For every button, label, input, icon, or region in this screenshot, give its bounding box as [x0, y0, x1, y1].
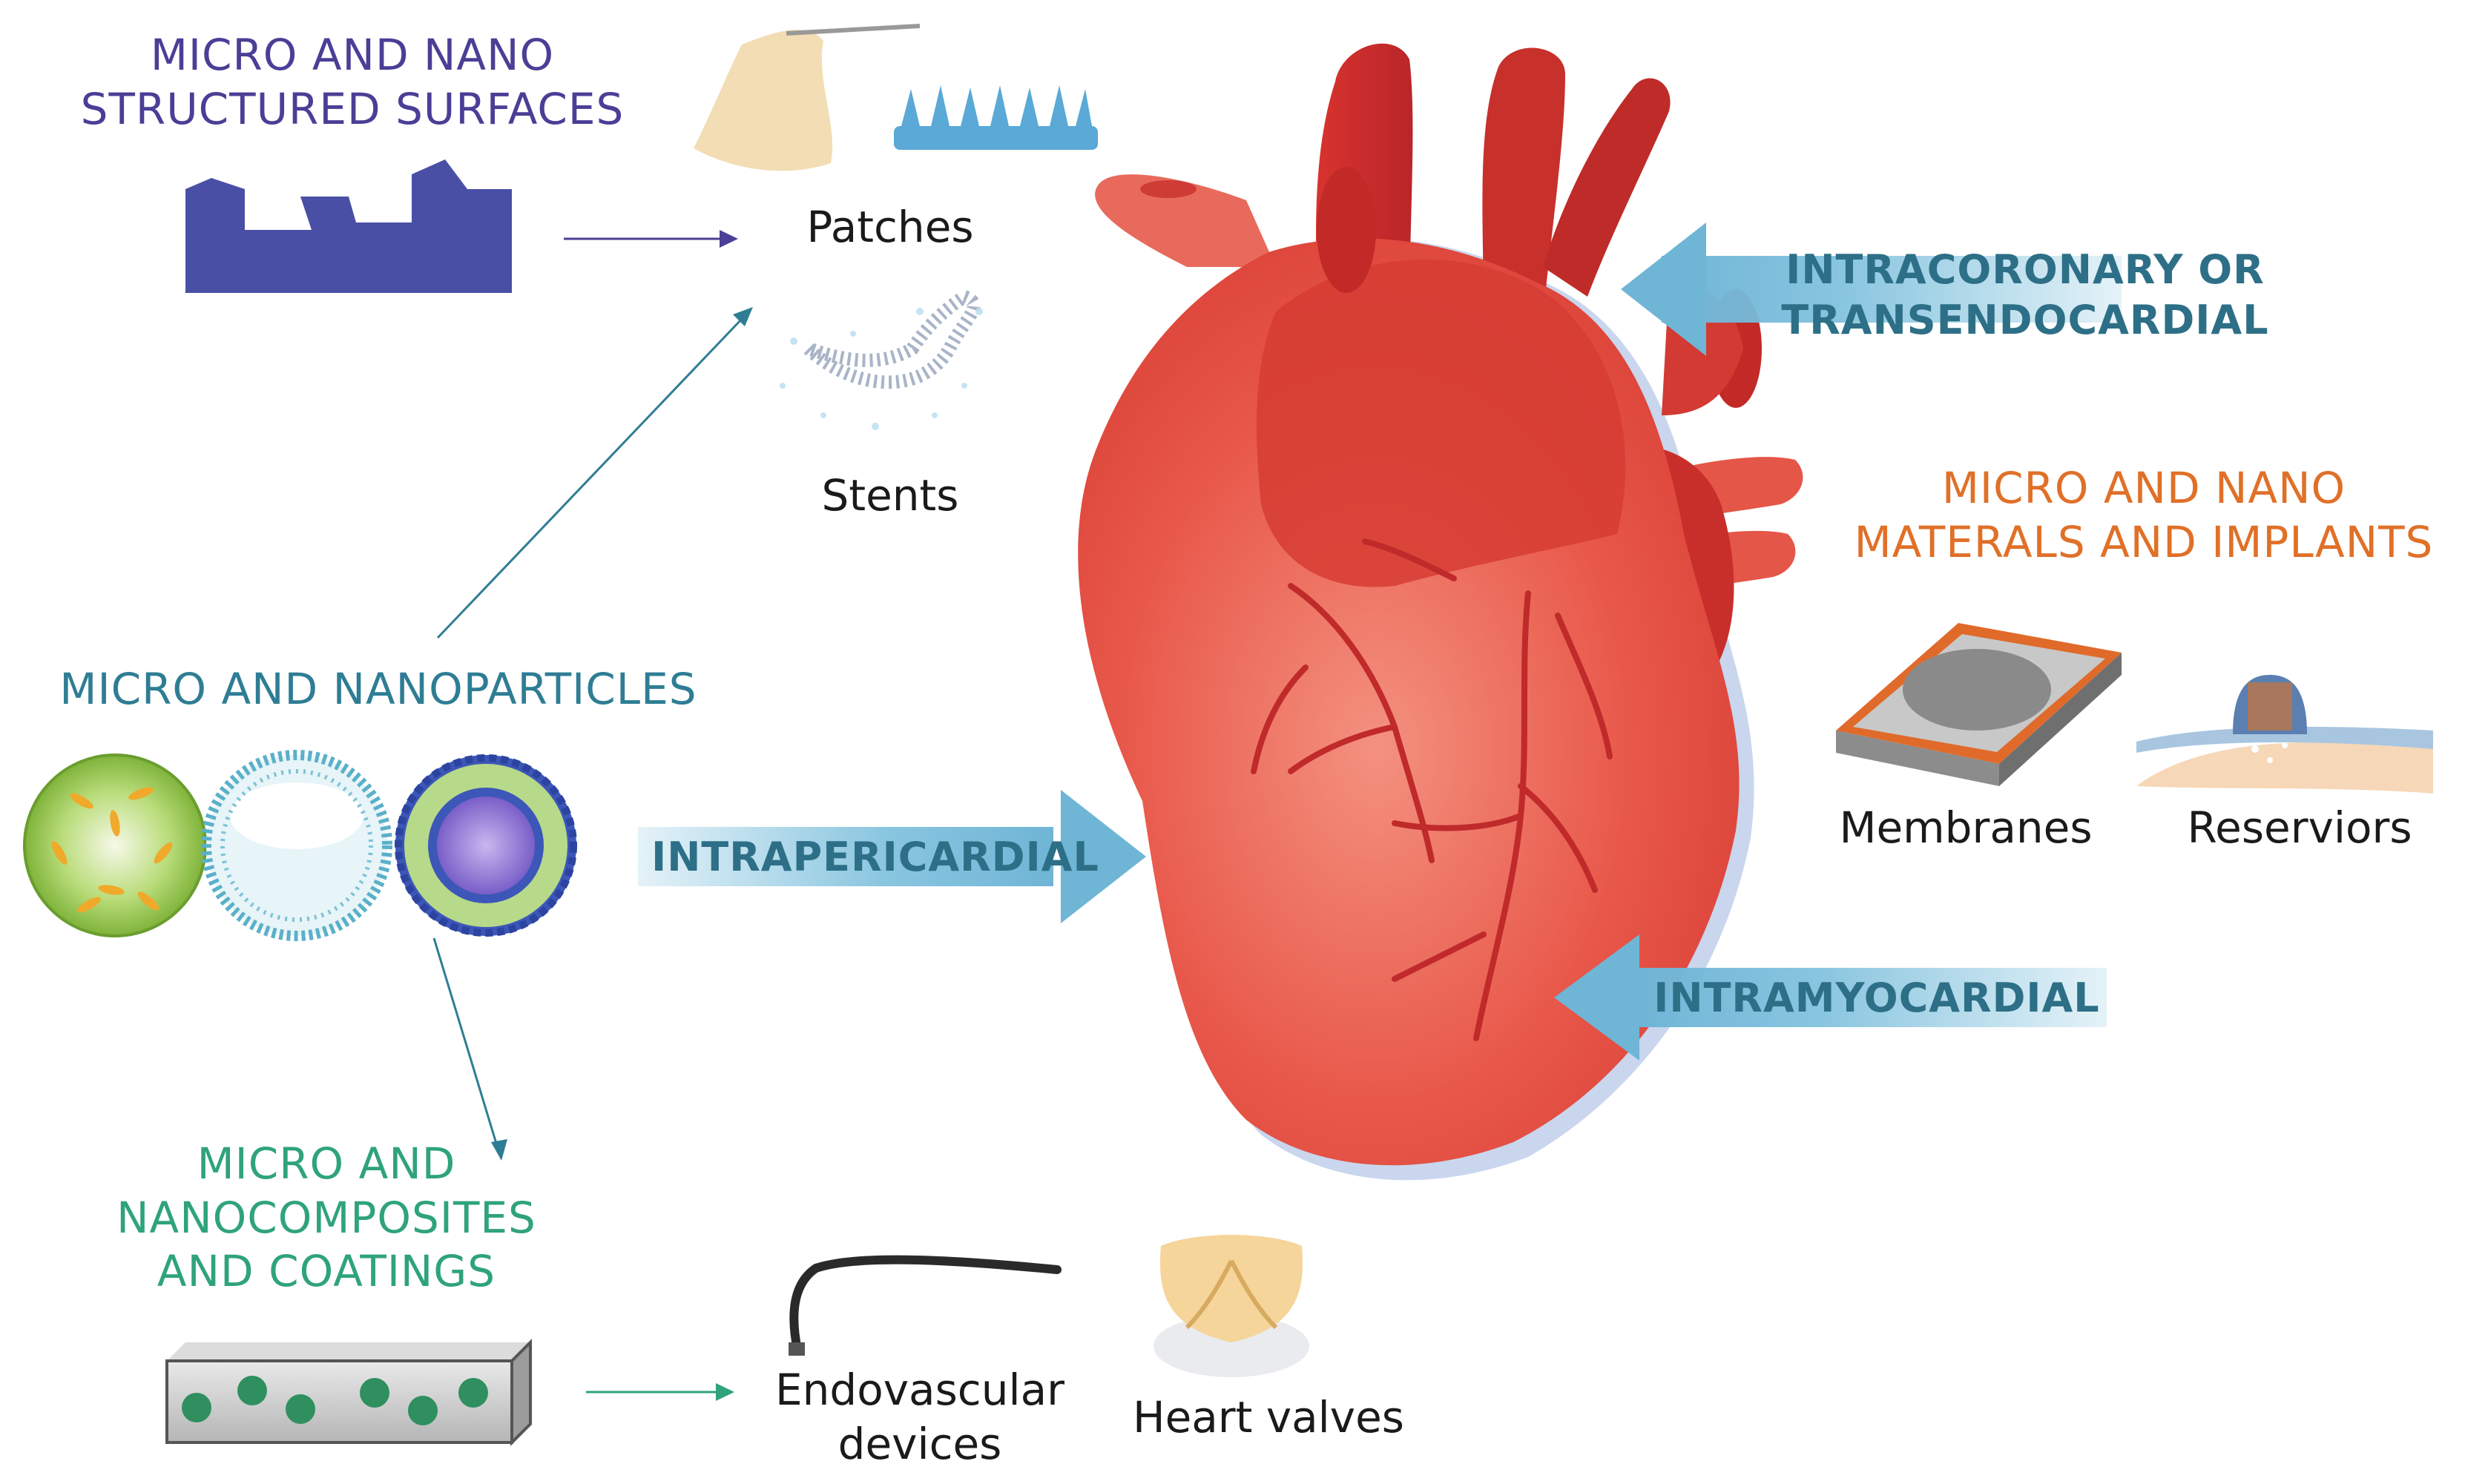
connector-particles-to-composites [432, 937, 507, 1161]
category-particles-title: MICRO AND NANOPARTICLES [59, 664, 697, 714]
category-surfaces-line-1: MICRO AND NANO [150, 30, 555, 80]
item-reservoirs-label: Reserviors [2187, 802, 2412, 853]
heart-illustration [1078, 43, 1803, 1181]
route-intracoronary-line-2: TRANSENDOCARDIAL [1781, 296, 2269, 343]
route-intramyocardial-label: INTRAMYOCARDIAL [1653, 975, 2100, 1021]
nanoparticle-green-icon [23, 753, 207, 937]
route-intracoronary-line-1: INTRACORONARY OR [1786, 246, 2265, 293]
route-arrow-intrapericardial [638, 790, 1146, 923]
structured-surface-block [185, 159, 512, 293]
category-composites-line-3: AND COATINGS [157, 1246, 496, 1296]
route-arrow-intramyocardial [1554, 934, 2107, 1061]
item-endovascular-label: Endovascular devices [749, 1363, 1090, 1471]
item-patches-label: Patches [806, 202, 974, 252]
nanoparticle-dendrimer-icon [201, 750, 392, 941]
catheter-icon [789, 1255, 1062, 1356]
route-arrow-intracoronary [1621, 222, 2122, 356]
reservoir-implant-icon [2136, 675, 2433, 794]
nanocomposite-block [165, 1339, 532, 1446]
stent-icon [780, 289, 983, 430]
category-implants-line-2: MATERALS AND IMPLANTS [1854, 516, 2434, 567]
category-composites-line-1: MICRO AND [197, 1138, 456, 1189]
item-stents-label: Stents [821, 470, 959, 521]
category-composites-title: MICRO AND NANOCOMPOSITES AND COATINGS [67, 1137, 586, 1299]
connector-surfaces-to-patches [564, 230, 738, 248]
route-intrapericardial-label: INTRAPERICARDIAL [651, 834, 1099, 880]
item-endovascular-line-2: devices [837, 1418, 1002, 1469]
category-surfaces-line-2: STRUCTURED SURFACES [80, 83, 625, 134]
patch-sheet-icon [694, 24, 921, 171]
item-endovascular-line-1: Endovascular [775, 1365, 1064, 1415]
microneedle-patch-icon [894, 85, 1098, 150]
category-surfaces-title: MICRO AND NANO STRUCTURED SURFACES [63, 28, 642, 136]
category-implants-line-1: MICRO AND NANO [1941, 463, 2346, 513]
route-intracoronary-label: INTRACORONARY OR TRANSENDOCARDIAL [1743, 245, 2307, 345]
connector-composites-to-devices [586, 1383, 734, 1401]
item-valves-label: Heart valves [1132, 1392, 1405, 1442]
category-implants-title: MICRO AND NANO MATERALS AND IMPLANTS [1817, 461, 2470, 569]
connector-particles-to-patches [436, 307, 753, 639]
category-composites-line-2: NANOCOMPOSITES [116, 1192, 536, 1243]
item-membranes-label: Membranes [1839, 802, 2093, 853]
membrane-chip-icon [1836, 623, 2122, 786]
nanoparticle-liposome-icon [395, 754, 577, 937]
heart-valve-icon [1154, 1235, 1309, 1377]
